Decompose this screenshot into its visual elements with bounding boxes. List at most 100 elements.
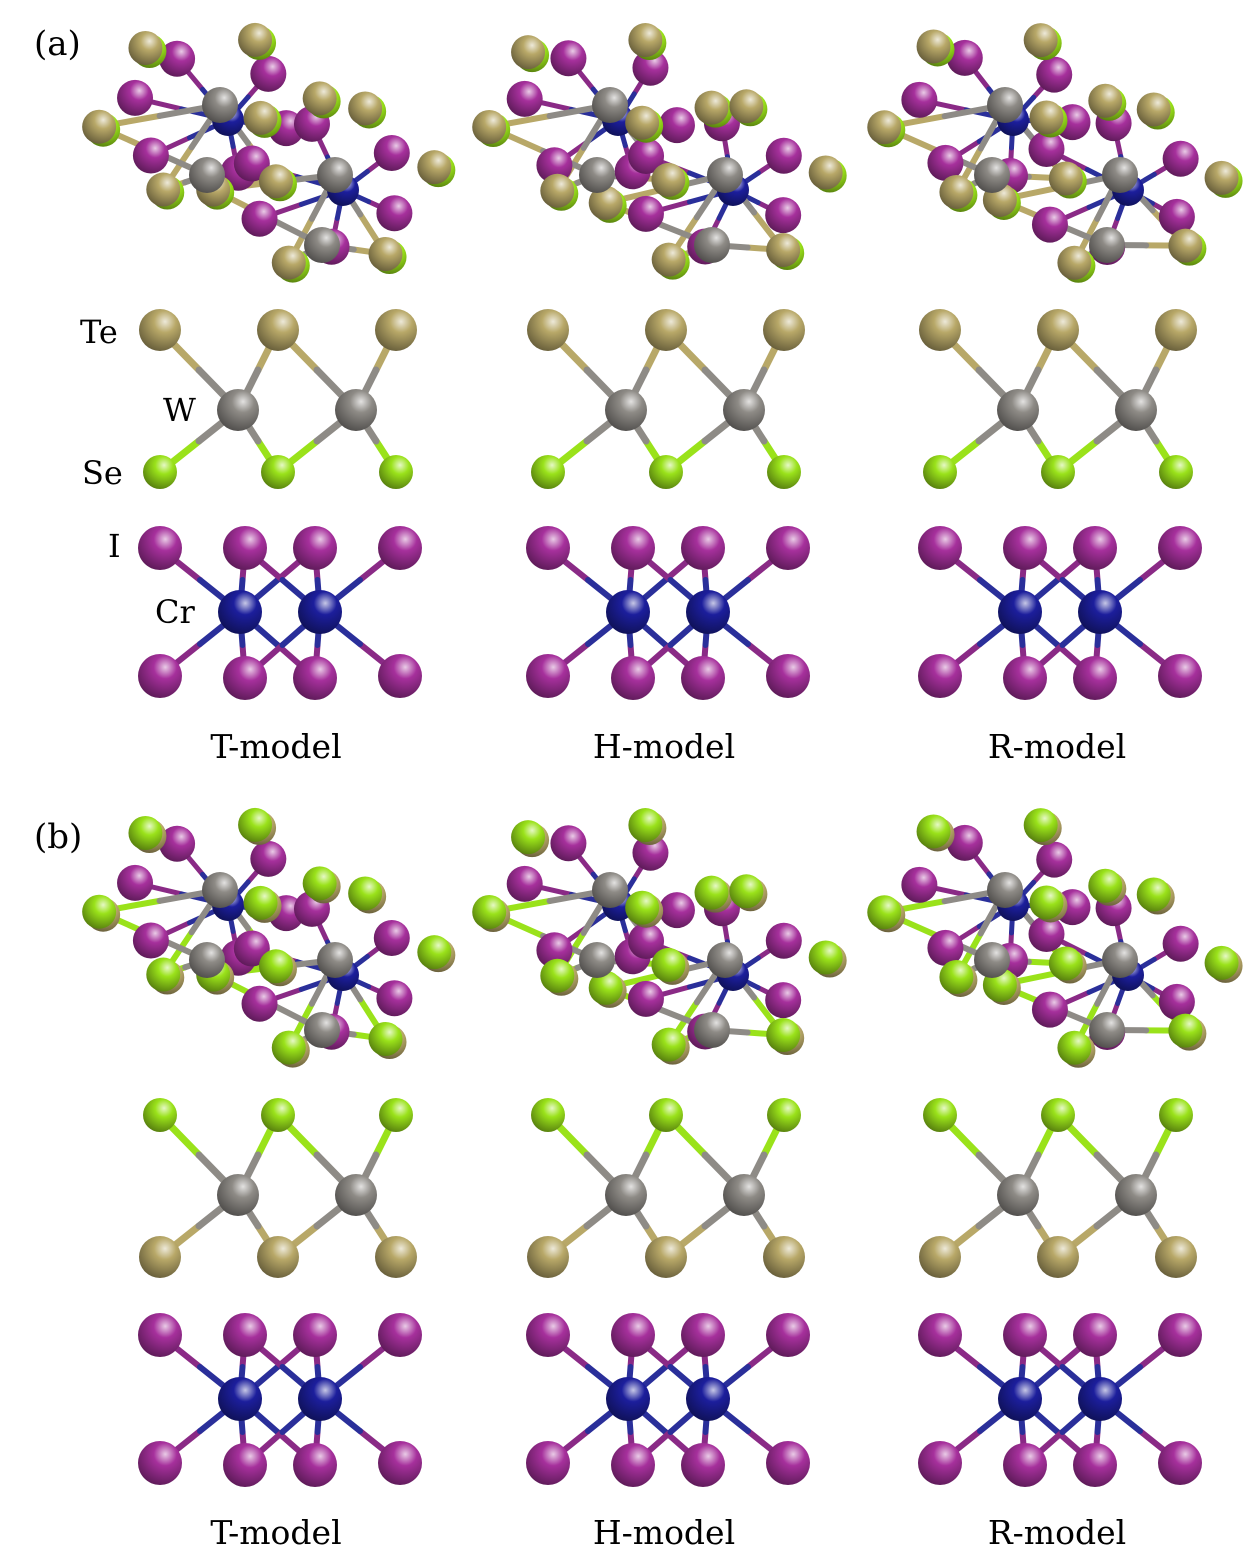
atom-i [241, 200, 278, 237]
atom-i [628, 137, 665, 174]
atom-w [592, 87, 628, 123]
panel-a-r-model-top-view [867, 23, 1243, 283]
atom-se [472, 895, 507, 930]
atom-label-w: W [163, 391, 196, 429]
panel-a-t-model-cri3-layer [138, 526, 422, 700]
atom-se [243, 885, 278, 920]
atom-w [317, 157, 353, 193]
atom-i [159, 40, 196, 77]
atom-i [138, 526, 182, 570]
atom-se [767, 1098, 801, 1132]
atom-te [139, 309, 181, 351]
atom-i [526, 654, 570, 698]
atom-i [250, 55, 287, 92]
atom-se [923, 455, 957, 489]
atom-se [651, 947, 686, 982]
atom-i [627, 980, 664, 1017]
atom-se [1041, 1098, 1075, 1132]
atom-te [1088, 83, 1123, 118]
atom-se [531, 1098, 565, 1132]
atom-w [974, 157, 1010, 193]
atom-w [1115, 389, 1157, 431]
atom-i [611, 1443, 655, 1487]
panel-a-model-label-t: T-model [210, 727, 341, 766]
atom-te [540, 173, 575, 208]
atom-i [1073, 656, 1117, 700]
atom-te [1155, 309, 1197, 351]
atom-i [376, 195, 413, 232]
atom-i [233, 930, 270, 967]
atom-se [694, 875, 729, 910]
atom-w [1102, 942, 1138, 978]
atom-cr [998, 1377, 1042, 1421]
atom-se [767, 455, 801, 489]
atom-w [304, 1012, 340, 1048]
panel-b-r-model-top-view [867, 808, 1243, 1068]
atom-i [927, 929, 964, 966]
atom-te [1023, 23, 1058, 58]
atom-label-cr: Cr [155, 593, 195, 631]
atom-cr [218, 1377, 262, 1421]
atom-i [766, 526, 810, 570]
atom-label-i: I [108, 527, 121, 565]
atom-te [645, 1236, 687, 1278]
panel-a-top-views [82, 22, 1243, 283]
atom-i [526, 526, 570, 570]
atom-te [1057, 245, 1092, 280]
panel-b-model-label-t: T-model [210, 1513, 341, 1549]
atom-se [511, 820, 546, 855]
atom-te [1136, 92, 1171, 127]
atom-te [729, 89, 764, 124]
atom-i [901, 81, 938, 118]
atom-se [143, 455, 177, 489]
atom-w [1089, 1012, 1125, 1048]
atom-se [379, 1098, 413, 1132]
atom-te [919, 309, 961, 351]
atom-te [867, 110, 902, 145]
atom-se [82, 894, 117, 929]
atom-se [271, 1030, 306, 1065]
atom-se [625, 890, 660, 925]
atom-te [348, 91, 383, 126]
atom-i [378, 1313, 422, 1357]
atom-i [536, 932, 573, 969]
panel-b-model-label-r: R-model [988, 1513, 1126, 1549]
atom-w [694, 1012, 730, 1048]
atom-se [417, 935, 452, 970]
atom-se [1041, 455, 1075, 489]
atom-cr [606, 590, 650, 634]
panel-a: (a) Te W Se I Cr T-model H-model R-model [34, 22, 1243, 766]
atom-i [223, 1313, 267, 1357]
atom-i [681, 1443, 725, 1487]
atom-w [304, 227, 340, 263]
atom-i [681, 1313, 725, 1357]
atom-i [766, 1313, 810, 1357]
atom-i [132, 922, 169, 959]
atom-i [536, 147, 573, 184]
atom-te [139, 1236, 181, 1278]
atom-i [681, 526, 725, 570]
atom-te [82, 109, 117, 144]
atom-i [373, 134, 410, 171]
atom-cr [686, 1377, 730, 1421]
atom-te [527, 309, 569, 351]
atom-labels: Te W Se I Cr [80, 313, 196, 631]
atom-te [128, 30, 163, 65]
atom-w [217, 389, 259, 431]
atom-te [916, 29, 951, 64]
atom-w [592, 872, 628, 908]
atom-se [867, 895, 902, 930]
atom-i [293, 1443, 337, 1487]
atom-w [1102, 157, 1138, 193]
atom-te [368, 236, 403, 271]
atom-se [258, 949, 293, 984]
panel-b-side-views [139, 1098, 1197, 1278]
atom-i [681, 656, 725, 700]
atom-i [1073, 1313, 1117, 1357]
atom-i [628, 922, 665, 959]
atom-w [974, 942, 1010, 978]
panel-a-model-label-h: H-model [593, 727, 735, 766]
atom-te [919, 1236, 961, 1278]
atom-te [1048, 161, 1083, 196]
atom-se [146, 957, 181, 992]
